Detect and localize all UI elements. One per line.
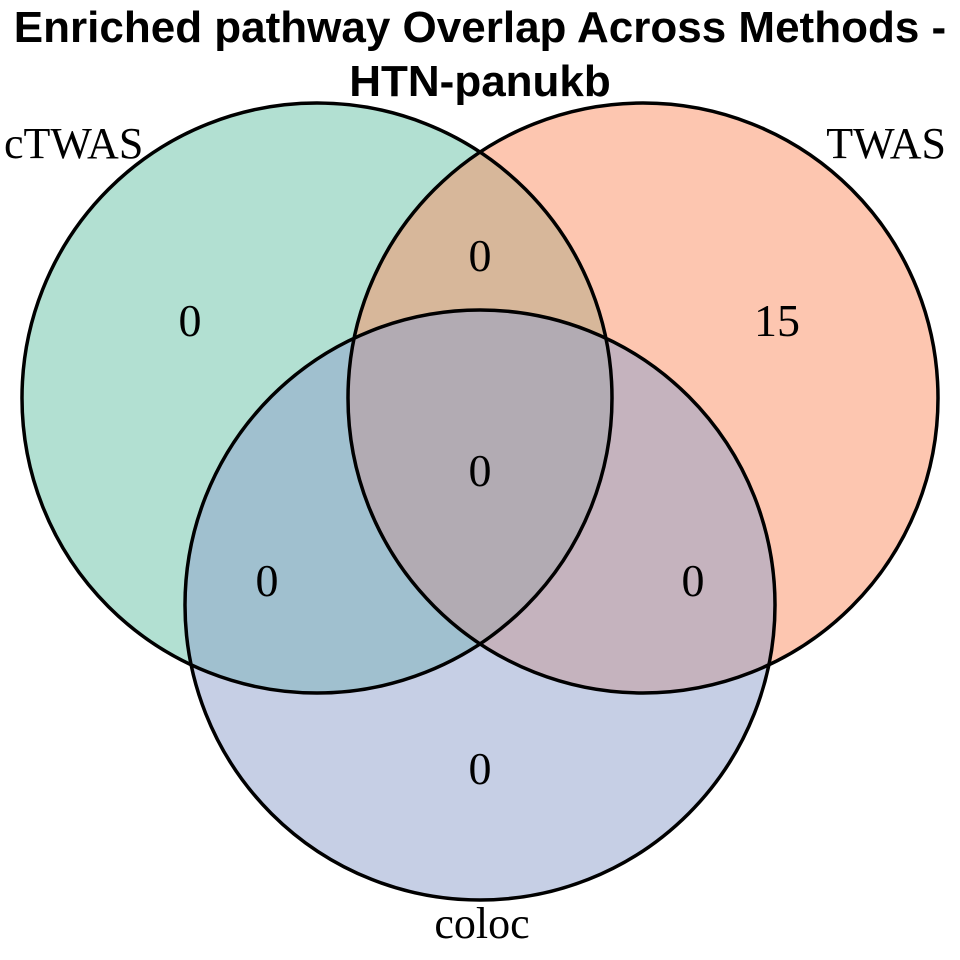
region-count-ctwas-only: 0 — [179, 295, 202, 346]
region-count-twas-coloc: 0 — [682, 555, 705, 606]
coloc-circle-fill — [185, 310, 775, 900]
region-count-all-three: 0 — [469, 445, 492, 496]
region-count-coloc-only: 0 — [469, 743, 492, 794]
region-count-ctwas-twas: 0 — [469, 230, 492, 281]
region-count-twas-only: 15 — [754, 295, 800, 346]
chart-title-line2: HTN-panukb — [349, 57, 611, 106]
twas-circle-outline — [346, 101, 940, 695]
set-label-coloc: coloc — [434, 899, 529, 948]
ctwas-circle-outline — [20, 101, 614, 695]
region-count-ctwas-coloc: 0 — [256, 555, 279, 606]
chart-title-line1: Enriched pathway Overlap Across Methods … — [14, 3, 946, 52]
set-label-ctwas: cTWAS — [4, 119, 143, 168]
coloc-circle-outline — [183, 308, 777, 902]
set-label-twas: TWAS — [826, 119, 946, 168]
